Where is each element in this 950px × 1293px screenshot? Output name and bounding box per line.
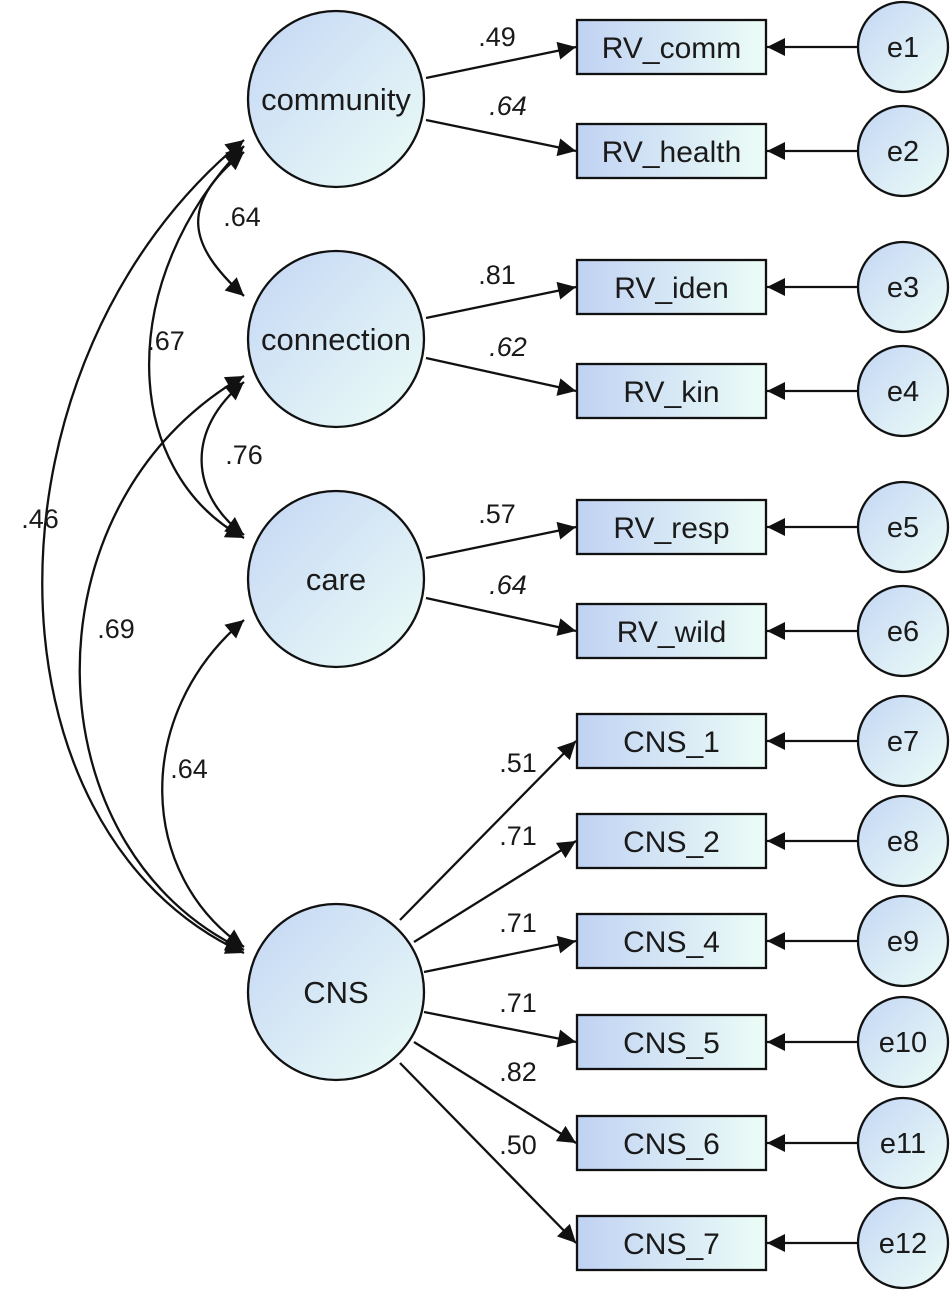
loading-value-CNS_2: .71 [499, 821, 537, 851]
observed-box-RV_kin [575, 362, 768, 420]
edges-layer [41, 38, 858, 1252]
correlation-arc-community-CNS [41, 139, 245, 955]
observed-label-CNS_7: CNS_7 [623, 1228, 720, 1261]
loading-value-RV_resp: .57 [478, 499, 516, 529]
error-label-e5: e5 [887, 512, 919, 544]
latent-node-CNS [246, 902, 426, 1082]
error-node-e12 [856, 1196, 950, 1290]
correlation-value-connection-CNS: .69 [97, 614, 135, 644]
observed-label-RV_kin: RV_kin [623, 376, 719, 409]
observed-label-CNS_2: CNS_2 [623, 826, 720, 859]
error-node-e4 [856, 344, 950, 438]
error-label-e8: e8 [887, 826, 919, 858]
loading-value-RV_iden: .81 [478, 260, 516, 290]
observed-box-CNS_4 [575, 912, 768, 970]
loading-value-CNS_1: .51 [499, 748, 537, 778]
error-node-e1 [856, 0, 950, 94]
error-label-e7: e7 [887, 726, 919, 758]
loading-arrow-RV_comm [425, 41, 577, 80]
observed-box-CNS_6 [575, 1114, 768, 1172]
observed-box-RV_resp [575, 498, 768, 556]
error-label-e2: e2 [887, 136, 919, 168]
loading-value-RV_comm: .49 [478, 22, 516, 52]
error-node-e10 [856, 995, 950, 1089]
observed-label-CNS_5: CNS_5 [623, 1027, 720, 1060]
loading-arrow-CNS_7 [399, 1062, 577, 1244]
latent-label-care: care [306, 562, 366, 597]
latent-node-care [246, 489, 426, 669]
error-node-e5 [856, 480, 950, 574]
error-label-e3: e3 [887, 272, 919, 304]
error-node-e2 [856, 104, 950, 198]
error-node-e9 [856, 894, 950, 988]
observed-box-CNS_1 [575, 712, 768, 770]
correlation-arc-care-CNS [161, 619, 245, 948]
loading-arrow-RV_wild [425, 596, 577, 636]
error-label-e10: e10 [879, 1027, 927, 1059]
observed-label-CNS_1: CNS_1 [623, 726, 720, 759]
loading-arrow-RV_health [425, 118, 577, 157]
observed-label-RV_resp: RV_resp [613, 512, 729, 545]
loading-value-CNS_7: .50 [499, 1130, 537, 1160]
error-node-e3 [856, 240, 950, 334]
observed-label-RV_health: RV_health [602, 136, 742, 169]
correlation-value-community-CNS: .46 [21, 504, 59, 534]
correlation-arc-community-care [148, 145, 245, 540]
correlation-value-care-CNS: .64 [170, 754, 208, 784]
loading-value-CNS_6: .82 [499, 1057, 537, 1087]
observed-label-RV_wild: RV_wild [617, 616, 727, 649]
nodes-layer [246, 0, 950, 1290]
loading-arrow-CNS_2 [413, 840, 577, 943]
correlation-value-community-care: .67 [147, 326, 185, 356]
latent-label-connection: connection [261, 322, 411, 357]
correlation-arc-connection-CNS [78, 375, 245, 952]
loading-arrow-RV_iden [425, 281, 577, 320]
error-node-e8 [856, 794, 950, 888]
error-label-e11: e11 [880, 1128, 926, 1160]
latent-node-community [246, 9, 426, 189]
observed-box-RV_wild [575, 602, 768, 660]
observed-box-RV_iden [575, 258, 768, 316]
loading-value-RV_wild: .64 [489, 570, 527, 600]
loading-value-CNS_5: .71 [499, 988, 537, 1018]
loading-arrow-CNS_4 [423, 935, 577, 974]
observed-label-CNS_4: CNS_4 [623, 926, 720, 959]
error-label-e12: e12 [879, 1228, 927, 1260]
correlation-value-connection-care: .76 [225, 440, 263, 470]
latent-node-connection [246, 249, 426, 429]
error-label-e6: e6 [887, 616, 919, 648]
loading-arrow-RV_kin [425, 356, 577, 396]
error-label-e9: e9 [887, 926, 919, 958]
error-label-e4: e4 [887, 376, 919, 408]
observed-box-RV_health [575, 122, 768, 180]
correlation-value-community-connection: .64 [223, 202, 261, 232]
loading-arrow-CNS_6 [413, 1041, 577, 1144]
error-label-e1: e1 [887, 32, 919, 64]
loading-arrow-CNS_1 [399, 740, 577, 921]
loading-arrow-CNS_5 [423, 1010, 577, 1048]
loading-value-RV_kin: .62 [489, 332, 527, 362]
observed-box-RV_comm [575, 18, 768, 76]
observed-label-RV_iden: RV_iden [614, 272, 729, 305]
error-node-e7 [856, 694, 950, 788]
observed-box-CNS_7 [575, 1214, 768, 1272]
loading-value-RV_health: .64 [489, 91, 527, 121]
labels-layer: .64 .67 .46 .76 .69 .64 community connection car… [21, 22, 927, 1261]
error-node-e11 [856, 1096, 950, 1190]
error-node-e6 [856, 584, 950, 678]
observed-label-RV_comm: RV_comm [602, 32, 741, 65]
observed-box-CNS_5 [575, 1013, 768, 1071]
latent-label-community: community [261, 82, 411, 117]
latent-label-CNS: CNS [303, 975, 368, 1010]
loading-value-CNS_4: .71 [499, 908, 537, 938]
observed-label-CNS_6: CNS_6 [623, 1128, 720, 1161]
loading-arrow-RV_resp [425, 521, 577, 560]
observed-box-CNS_2 [575, 812, 768, 870]
